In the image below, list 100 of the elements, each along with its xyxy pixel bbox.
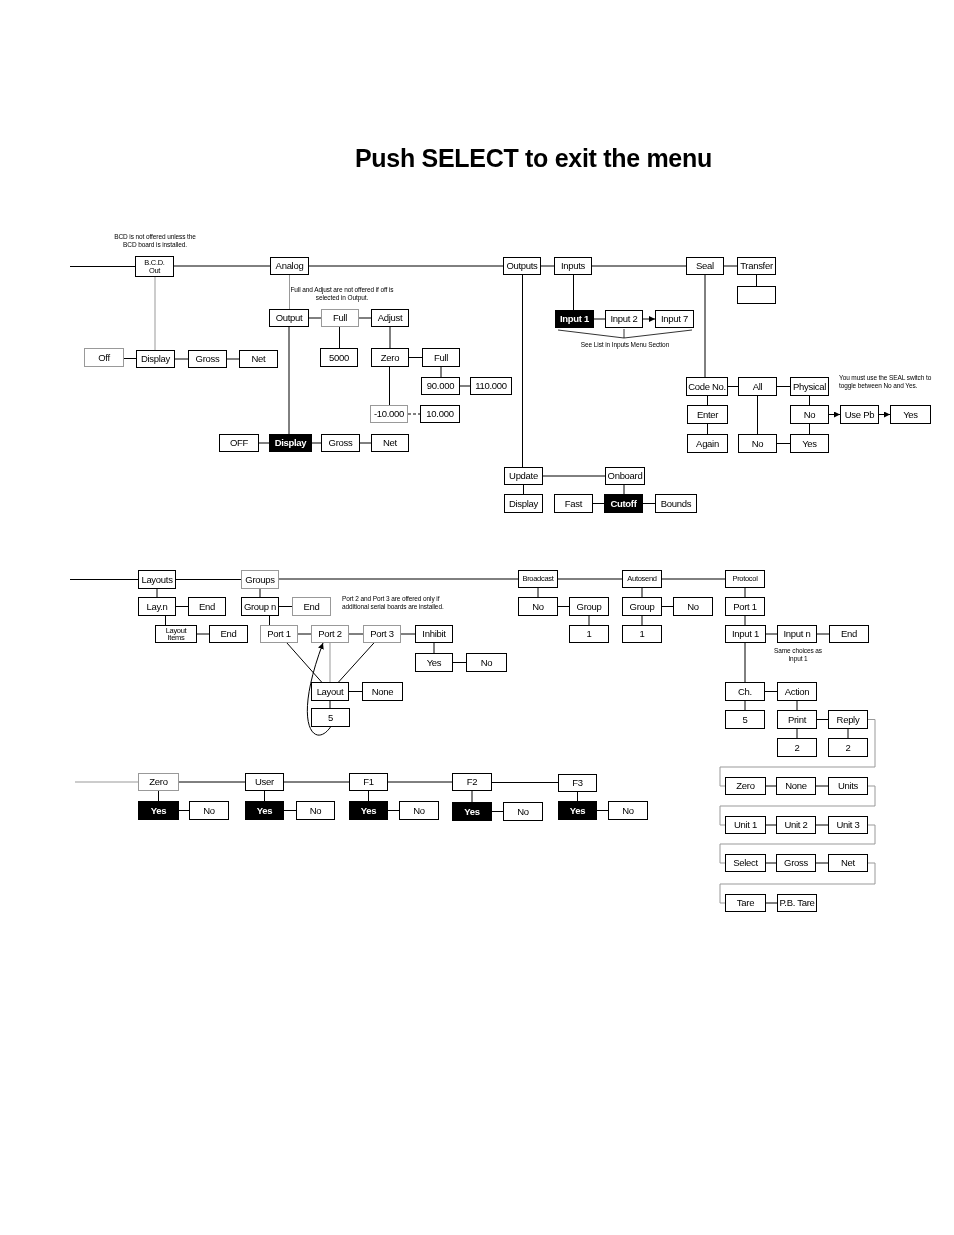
menu-box: No	[790, 405, 829, 424]
connector-line	[69, 579, 139, 580]
menu-box: Inputs	[554, 257, 592, 275]
connector-line	[311, 442, 322, 444]
connector-line	[338, 642, 375, 683]
connector-line	[596, 810, 609, 811]
menu-box: Fast	[554, 494, 593, 513]
menu-box: OFF	[219, 434, 259, 452]
menu-box: Yes	[349, 801, 388, 820]
menu-box: Reply	[828, 710, 868, 729]
connector-line	[491, 811, 504, 812]
connector-line	[744, 642, 746, 683]
menu-box: 2	[828, 738, 868, 757]
connector-line	[719, 719, 876, 787]
connector-line	[297, 633, 312, 635]
connector-line	[577, 791, 578, 802]
menu-box: Net	[371, 434, 409, 452]
connector-line	[796, 700, 798, 711]
connector-line	[452, 662, 467, 663]
connector-line	[329, 700, 331, 709]
connector-line	[400, 633, 416, 635]
menu-box: Port 2	[311, 625, 349, 643]
connector-line	[815, 862, 829, 864]
menu-box: Group	[622, 597, 662, 616]
connector-line	[764, 691, 778, 692]
connector-line	[661, 578, 726, 580]
menu-box: -10.000	[370, 405, 408, 423]
menu-box: Gross	[776, 854, 816, 872]
connector-line	[459, 385, 471, 387]
connector-line	[593, 318, 606, 320]
arrow	[306, 642, 331, 736]
connector-line	[358, 317, 372, 319]
menu-box: Outputs	[503, 257, 541, 275]
connector-line	[727, 386, 739, 387]
menu-box: 1	[622, 625, 662, 643]
menu-box: P.B. Tare	[777, 894, 817, 912]
connector-line	[178, 781, 246, 783]
connector-line	[178, 810, 190, 811]
menu-box: No	[518, 597, 558, 616]
empty-box	[737, 286, 776, 304]
connector-line	[591, 265, 687, 267]
connector-line	[719, 824, 876, 864]
menu-box: Net	[828, 854, 868, 872]
connector-line	[154, 276, 156, 351]
connector-line	[744, 587, 746, 598]
menu-box: Select	[725, 854, 766, 872]
connector-line	[348, 691, 363, 692]
menu-box: Yes	[452, 802, 492, 821]
menu-box: Input n	[777, 625, 817, 643]
menu-box: Lay.n	[138, 597, 176, 616]
menu-box: Yes	[558, 801, 597, 820]
menu-box: 5000	[320, 348, 358, 367]
connector-line	[264, 790, 265, 802]
connector-line	[719, 862, 876, 904]
connector-line	[744, 615, 746, 626]
menu-box: Group	[569, 597, 609, 616]
menu-box: No	[189, 801, 229, 820]
connector-line	[540, 265, 555, 267]
menu-box: No	[466, 653, 507, 672]
menu-box: Physical	[790, 377, 829, 396]
connector-line	[588, 615, 590, 626]
menu-box: Transfer	[737, 257, 776, 275]
connector-line	[592, 503, 605, 504]
connector-line	[776, 443, 791, 444]
menu-box: Zero	[725, 777, 766, 795]
connector-line	[491, 782, 559, 783]
connector-line	[387, 810, 400, 811]
connector-line	[641, 587, 643, 598]
connector-line	[440, 366, 442, 378]
connector-line	[269, 615, 270, 626]
menu-box: F2	[452, 773, 492, 791]
menu-box: Zero	[371, 348, 409, 367]
connector-line	[258, 442, 270, 444]
menu-box: Action	[777, 682, 817, 701]
menu-box: 2	[777, 738, 817, 757]
connector-line	[471, 790, 473, 803]
menu-box: Print	[777, 710, 817, 729]
connector-line	[389, 326, 391, 349]
connector-line	[557, 578, 623, 580]
menu-box: Unit 2	[776, 816, 816, 834]
connector-line	[174, 358, 189, 360]
connector-line	[165, 615, 166, 626]
menu-box: Group n	[241, 597, 279, 616]
menu-box: Use Pb	[840, 405, 879, 424]
connector-line	[816, 633, 830, 635]
connector-line	[278, 578, 519, 580]
connector-line	[368, 790, 369, 802]
menu-box: No	[738, 434, 777, 453]
connector-line	[74, 781, 139, 783]
connector-line	[765, 862, 777, 864]
menu-box: Unit 1	[725, 816, 766, 834]
menu-box: Input 2	[605, 310, 643, 328]
menu-box: Yes	[138, 801, 179, 820]
menu-box: No	[399, 801, 439, 820]
menu-box: Yes	[245, 801, 284, 820]
connector-line	[339, 326, 340, 349]
connector-line	[283, 781, 350, 783]
menu-box: Analog	[270, 257, 309, 275]
connector-line	[661, 606, 674, 607]
menu-box: 1	[569, 625, 609, 643]
